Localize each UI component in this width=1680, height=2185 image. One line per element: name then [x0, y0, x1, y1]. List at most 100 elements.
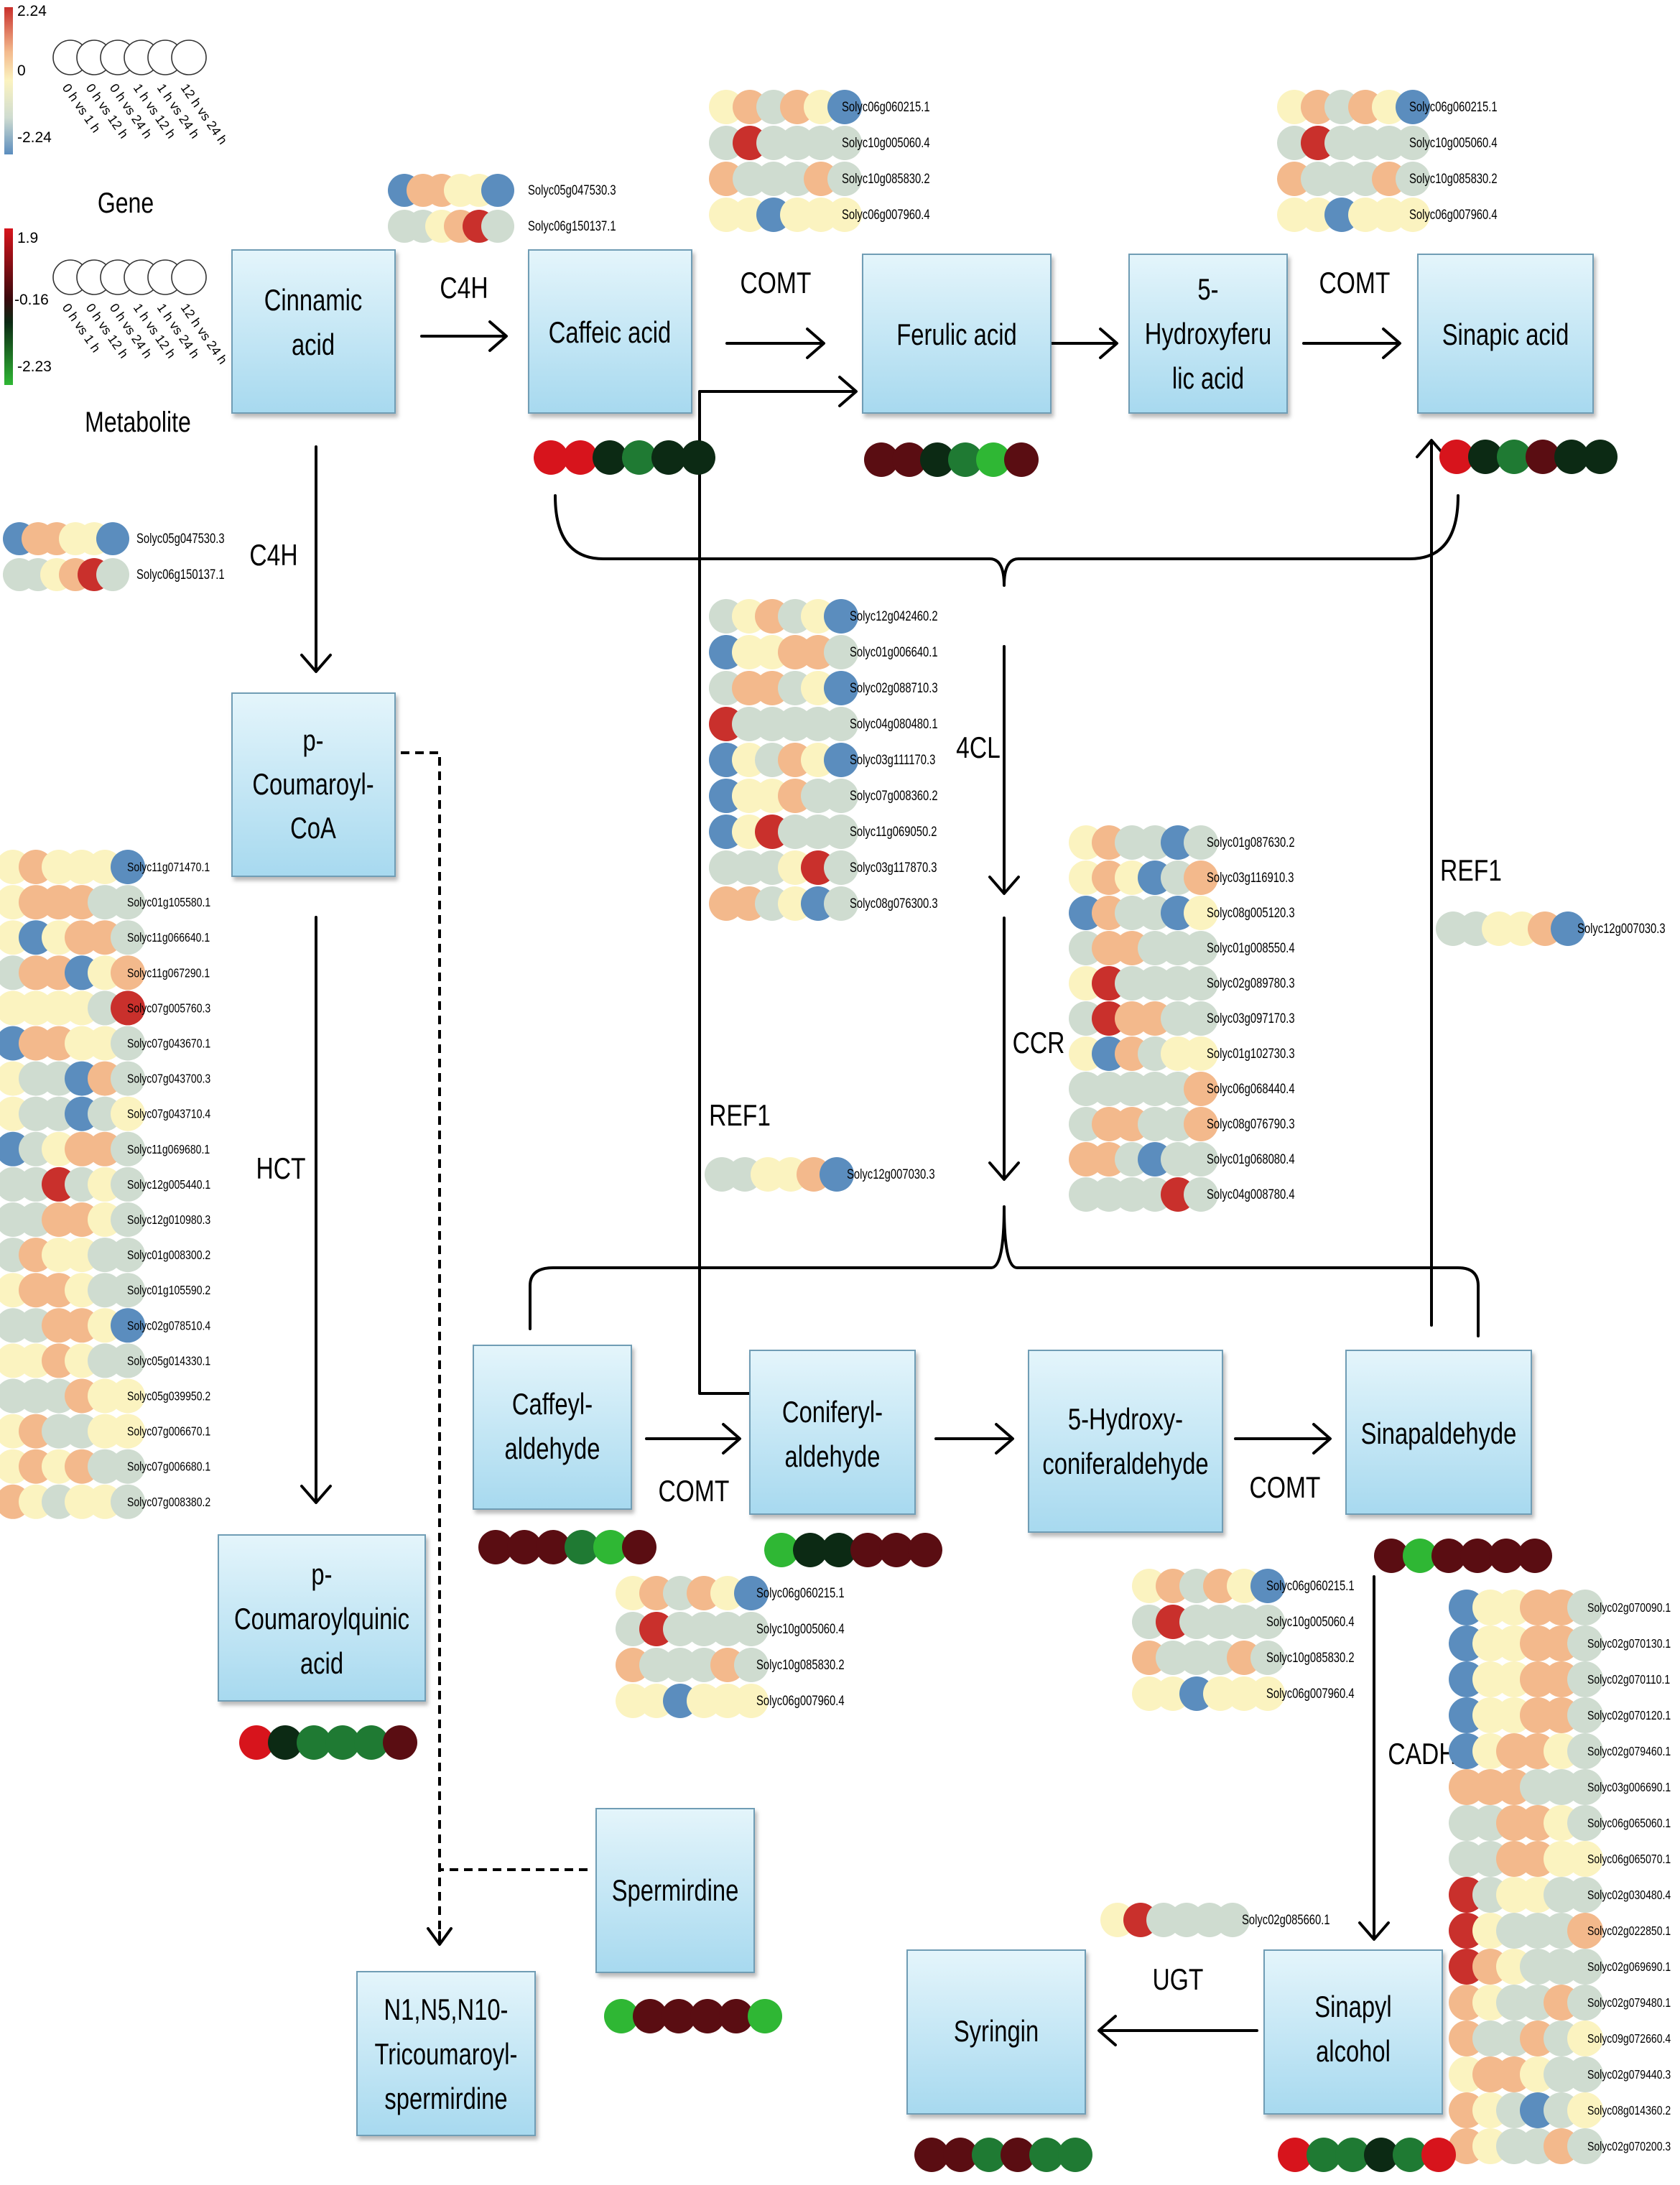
gene-id-label: Solyc07g043710.4: [127, 1107, 210, 1121]
gene-expression-cell: [1179, 1641, 1214, 1675]
gene-expression-cell: [687, 1684, 721, 1718]
compound-caffeylaldehyde[interactable]: Caffeyl-aldehyde: [473, 1345, 632, 1510]
gene-id-label: Solyc07g008360.2: [850, 788, 938, 803]
gene-id-label: Solyc06g060215.1: [756, 1585, 845, 1600]
compound-ferulic-acid[interactable]: Ferulic acid: [862, 254, 1052, 414]
gene-expression-cell: [756, 162, 791, 196]
gene-id-label: Solyc02g070130.1: [1587, 1636, 1671, 1651]
compound-syringin[interactable]: Syringin: [906, 1949, 1086, 2115]
gene-id-label: Solyc08g014360.2: [1587, 2103, 1671, 2117]
compound-5-hydroxyconiferaldehyde[interactable]: 5-Hydroxy-coniferaldehyde: [1028, 1350, 1223, 1533]
compound-sinapic-acid[interactable]: Sinapic acid: [1417, 254, 1594, 414]
gene-heatmap-ugt: Solyc02g085660.1: [1100, 1903, 1330, 1937]
gene-id-label: Solyc01g102730.3: [1207, 1046, 1295, 1061]
metabolite-abundance-cell: [1468, 440, 1503, 474]
metabolite-scale-min: -2.23: [17, 358, 52, 375]
enzyme-ref1-mid: REF1: [709, 1100, 771, 1133]
gene-expression-cell: [1396, 162, 1430, 196]
metabolite-abundance-cell: [719, 1999, 753, 2033]
gene-id-label: Solyc10g005060.4: [1266, 1614, 1355, 1629]
metabolite-abundance-cell: [268, 1725, 302, 1760]
gene-id-label: Solyc07g006670.1: [127, 1424, 210, 1439]
gene-heatmap-ref1-mid: Solyc12g007030.3: [705, 1157, 935, 1192]
gene-id-label: Solyc02g079480.1: [1587, 1995, 1671, 2010]
gene-expression-cell: [1179, 1605, 1214, 1639]
gene-expression-cell: [1203, 1569, 1238, 1603]
gene-id-label: Solyc10g005060.4: [842, 135, 930, 150]
metabolite-abundance-cell: [972, 2138, 1006, 2172]
gene-expression-cell: [1184, 1142, 1218, 1177]
compound-spermidine[interactable]: Spermirdine: [595, 1808, 755, 1973]
gene-expression-cell: [1567, 1733, 1603, 1769]
enzyme-comt-2: COMT: [1319, 267, 1391, 300]
metabolite-legend-title: Metabolite: [85, 406, 191, 438]
compound-label: p-Coumaroyl-CoA: [252, 723, 373, 845]
gene-expression-cell: [111, 885, 145, 920]
compound-p-coumaroyl-coa[interactable]: p-Coumaroyl-CoA: [231, 692, 396, 877]
gene-expression-cell: [824, 850, 858, 885]
gene-id-label: Solyc05g047530.3: [136, 531, 225, 546]
gene-expression-cell: [111, 1061, 145, 1096]
arrow-ccr: [988, 917, 1020, 1181]
gene-id-label: Solyc10g005060.4: [756, 1621, 845, 1636]
gene-expression-cell: [756, 198, 791, 232]
compound-coniferylaldehyde[interactable]: Coniferyl-aldehyde: [749, 1350, 916, 1515]
metabolite-abundance-cell: [534, 440, 568, 475]
gene-id-label: Solyc01g008300.2: [127, 1248, 210, 1262]
arrow-hydroxyconiferaldehyde-to-sinapaldehyde: [1234, 1423, 1332, 1455]
gene-expression-cell: [111, 1131, 145, 1166]
arrow-caffeic-to-ferulic: [725, 328, 825, 359]
enzyme-c4h-top: C4H: [440, 272, 488, 305]
gene-id-label: Solyc02g070110.1: [1587, 1672, 1670, 1687]
gene-expression-cell: [1277, 198, 1312, 232]
gene-id-label: Solyc03g116910.3: [1207, 870, 1294, 885]
gene-expression-cell: [687, 1576, 721, 1610]
gene-expression-cell: [709, 90, 743, 124]
gene-expression-cell: [111, 920, 145, 955]
arrow-coniferylaldehyde-to-hydroxyconiferaldehyde: [934, 1423, 1014, 1455]
metabolite-abundance-cell: [622, 1530, 656, 1564]
gene-id-label: Solyc06g065070.1: [1587, 1852, 1671, 1866]
compound-caffeic-acid[interactable]: Caffeic acid: [528, 249, 692, 414]
gene-expression-cell: [1227, 1605, 1261, 1639]
gene-id-label: Solyc06g060215.1: [1266, 1578, 1355, 1593]
arrow-coumaroylcoa-to-coumaroylquinic: [300, 916, 332, 1504]
gene-expression-cell: [1301, 162, 1335, 196]
compound-tricoumaroyl-spermidine[interactable]: N1,N5,N10-Tricoumaroyl-spermirdine: [356, 1971, 536, 2136]
metabolite-abundance-cell: [633, 1999, 667, 2033]
gene-expression-cell: [111, 1202, 145, 1237]
metabolite-abundance-cell: [864, 442, 899, 477]
gene-expression-cell: [804, 162, 838, 196]
gene-id-label: Solyc07g043700.3: [127, 1072, 210, 1086]
gene-id-label: Solyc02g022850.1: [1587, 1924, 1671, 1938]
gene-expression-cell: [780, 126, 815, 160]
gene-scale-max: 2.24: [17, 3, 47, 19]
gene-expression-cell: [780, 90, 815, 124]
gene-id-label: Solyc03g111170.3: [850, 752, 935, 767]
compound-sinapaldehyde[interactable]: Sinapaldehyde: [1345, 1350, 1532, 1515]
gene-id-label: Solyc05g039950.2: [127, 1389, 210, 1404]
gene-heatmap-cadh: Solyc02g070090.1Solyc02g070130.1Solyc02g…: [1449, 1590, 1671, 2164]
arrow-cinnamic-to-coumaroylcoa: [300, 445, 332, 673]
gene-expression-cell: [1184, 825, 1218, 860]
gene-legend-comparisons: 0 h vs 1 h0 h vs 12 h0 h vs 24 h1 h vs 1…: [60, 81, 231, 147]
gene-expression-cell: [734, 1648, 769, 1682]
gene-expression-cell: [1250, 1641, 1285, 1675]
gene-expression-cell: [1567, 2056, 1603, 2092]
gene-expression-cell: [1250, 1605, 1285, 1639]
gene-expression-cell: [1132, 1605, 1166, 1639]
metabolite-scale-max: 1.9: [17, 230, 38, 246]
gene-expression-cell: [1324, 198, 1359, 232]
gene-expression-cell: [1348, 198, 1383, 232]
metabolite-abundance-cell: [593, 440, 627, 475]
gene-expression-cell: [1227, 1569, 1261, 1603]
gene-expression-cell: [111, 1308, 145, 1343]
gene-expression-cell: [1324, 90, 1359, 124]
